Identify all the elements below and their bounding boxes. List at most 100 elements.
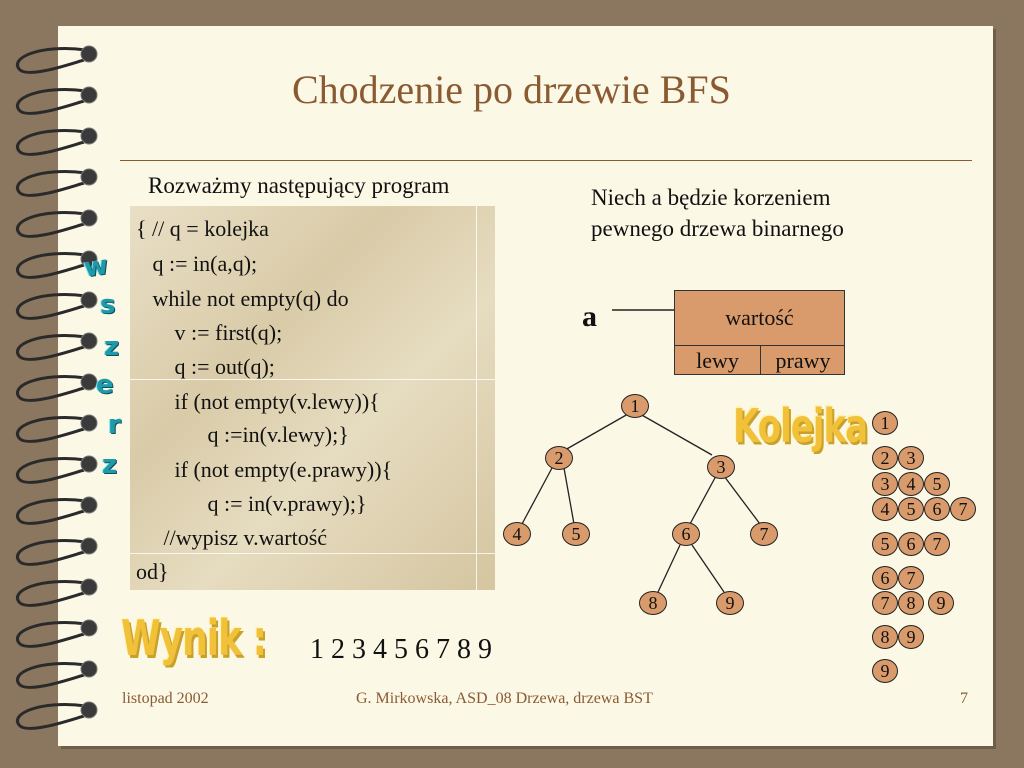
binding-ring bbox=[16, 129, 87, 156]
binding-hole bbox=[80, 332, 98, 350]
queue-item: 9 bbox=[898, 625, 924, 649]
tree-node: 6 bbox=[672, 522, 700, 546]
wszerz-letter: e bbox=[96, 370, 114, 400]
tree-node: 2 bbox=[545, 446, 573, 470]
queue-item: 1 bbox=[872, 411, 898, 435]
tree-node: 7 bbox=[750, 522, 778, 546]
tree-node: 1 bbox=[621, 394, 649, 418]
binding-hole bbox=[80, 86, 98, 104]
binding-ring bbox=[16, 47, 87, 74]
code-divider bbox=[130, 553, 495, 554]
code-line: q := out(q); bbox=[136, 354, 275, 379]
wszerz-letter: r bbox=[108, 410, 121, 440]
root-description: Niech a będzie korzeniem pewnego drzewa … bbox=[591, 182, 844, 244]
binding-ring bbox=[16, 334, 87, 361]
wszerz-letter: z bbox=[104, 332, 120, 362]
title-divider bbox=[120, 160, 972, 161]
node-left-field: lewy bbox=[675, 346, 761, 375]
arrow-icon bbox=[612, 306, 682, 314]
binding-ring bbox=[16, 621, 87, 648]
binding-ring bbox=[16, 662, 87, 689]
binding-hole bbox=[80, 127, 98, 145]
code-block bbox=[130, 206, 495, 590]
code-line: od} bbox=[136, 559, 169, 584]
page-number: 7 bbox=[960, 690, 968, 707]
binding-hole bbox=[80, 619, 98, 637]
queue-item: 5 bbox=[924, 472, 950, 496]
tree-node: 8 bbox=[639, 591, 667, 615]
binding-ring bbox=[16, 293, 87, 320]
code-line: //wypisz v.wartość bbox=[136, 525, 328, 550]
queue-item: 6 bbox=[898, 532, 924, 556]
queue-item: 3 bbox=[898, 446, 924, 470]
binding-hole bbox=[80, 537, 98, 555]
queue-item: 6 bbox=[924, 497, 950, 521]
binding-hole bbox=[80, 168, 98, 186]
queue-item: 7 bbox=[950, 497, 976, 521]
queue-item: 7 bbox=[872, 591, 898, 615]
binding-hole bbox=[80, 291, 98, 309]
queue-item: 5 bbox=[898, 497, 924, 521]
footer-title: G. Mirkowska, ASD_08 Drzewa, drzewa BST bbox=[356, 690, 653, 707]
binding-hole bbox=[80, 701, 98, 719]
queue-item: 3 bbox=[872, 472, 898, 496]
binding-ring bbox=[16, 211, 87, 238]
root-description-line: Niech a będzie korzeniem bbox=[591, 185, 831, 210]
wszerz-letter: s bbox=[100, 290, 116, 320]
binding-hole bbox=[80, 209, 98, 227]
node-right-field: prawy bbox=[775, 348, 831, 373]
tree-node: 3 bbox=[707, 455, 735, 479]
binding-hole bbox=[80, 373, 98, 391]
code-line: if (not empty(v.lewy)){ bbox=[136, 389, 380, 414]
binding-ring bbox=[16, 498, 87, 525]
node-value-field: wartość bbox=[675, 291, 844, 346]
slide-title: Chodzenie po drzewie BFS bbox=[292, 67, 731, 112]
code-line: q := in(a,q); bbox=[136, 251, 258, 276]
code-line: { // q = kolejka bbox=[136, 216, 269, 241]
code-line: v := first(q); bbox=[136, 320, 283, 345]
binding-hole bbox=[80, 496, 98, 514]
queue-item: 9 bbox=[872, 659, 898, 683]
binding-hole bbox=[80, 414, 98, 432]
binding-hole bbox=[80, 45, 98, 63]
tree-node: 5 bbox=[562, 522, 590, 546]
binding-ring bbox=[16, 457, 87, 484]
queue-item: 9 bbox=[928, 591, 954, 615]
queue-item: 7 bbox=[924, 532, 950, 556]
binding-ring bbox=[16, 88, 87, 115]
node-structure: wartość lewy prawy bbox=[674, 290, 845, 375]
root-description-line: pewnego drzewa binarnego bbox=[591, 216, 844, 241]
code-line: if (not empty(e.prawy)){ bbox=[136, 457, 393, 482]
binding-ring bbox=[16, 703, 87, 730]
root-label: a bbox=[582, 300, 597, 333]
code-line: while not empty(q) do bbox=[136, 286, 349, 311]
binding-ring bbox=[16, 539, 87, 566]
wszerz-letter: z bbox=[102, 450, 118, 480]
queue-item: 8 bbox=[898, 591, 924, 615]
queue-item: 4 bbox=[898, 472, 924, 496]
binding-ring bbox=[16, 580, 87, 607]
wynik-wordart: Wynik : bbox=[121, 612, 267, 668]
binding-ring bbox=[16, 170, 87, 197]
queue-item: 2 bbox=[872, 446, 898, 470]
queue-item: 5 bbox=[872, 532, 898, 556]
spiral-binding bbox=[16, 45, 98, 730]
tree-node: 4 bbox=[503, 522, 531, 546]
code-divider bbox=[130, 379, 495, 380]
intro-text: Rozważmy następujący program bbox=[148, 173, 450, 198]
tree-node: 9 bbox=[716, 591, 744, 615]
kolejka-wordart: Kolejka bbox=[733, 400, 868, 454]
binding-ring bbox=[16, 416, 87, 443]
code-line: q := in(v.prawy);} bbox=[136, 491, 367, 516]
binding-hole bbox=[80, 250, 98, 268]
wszerz-letter: w bbox=[82, 250, 111, 284]
bfs-result: 1 2 3 4 5 6 7 8 9 bbox=[310, 634, 492, 665]
binding-ring bbox=[16, 375, 87, 402]
code-divider bbox=[476, 206, 477, 590]
queue-item: 8 bbox=[872, 625, 898, 649]
binding-hole bbox=[80, 578, 98, 596]
queue-item: 4 bbox=[872, 497, 898, 521]
queue-item: 7 bbox=[898, 566, 924, 590]
queue-item: 6 bbox=[872, 566, 898, 590]
binding-hole bbox=[80, 455, 98, 473]
